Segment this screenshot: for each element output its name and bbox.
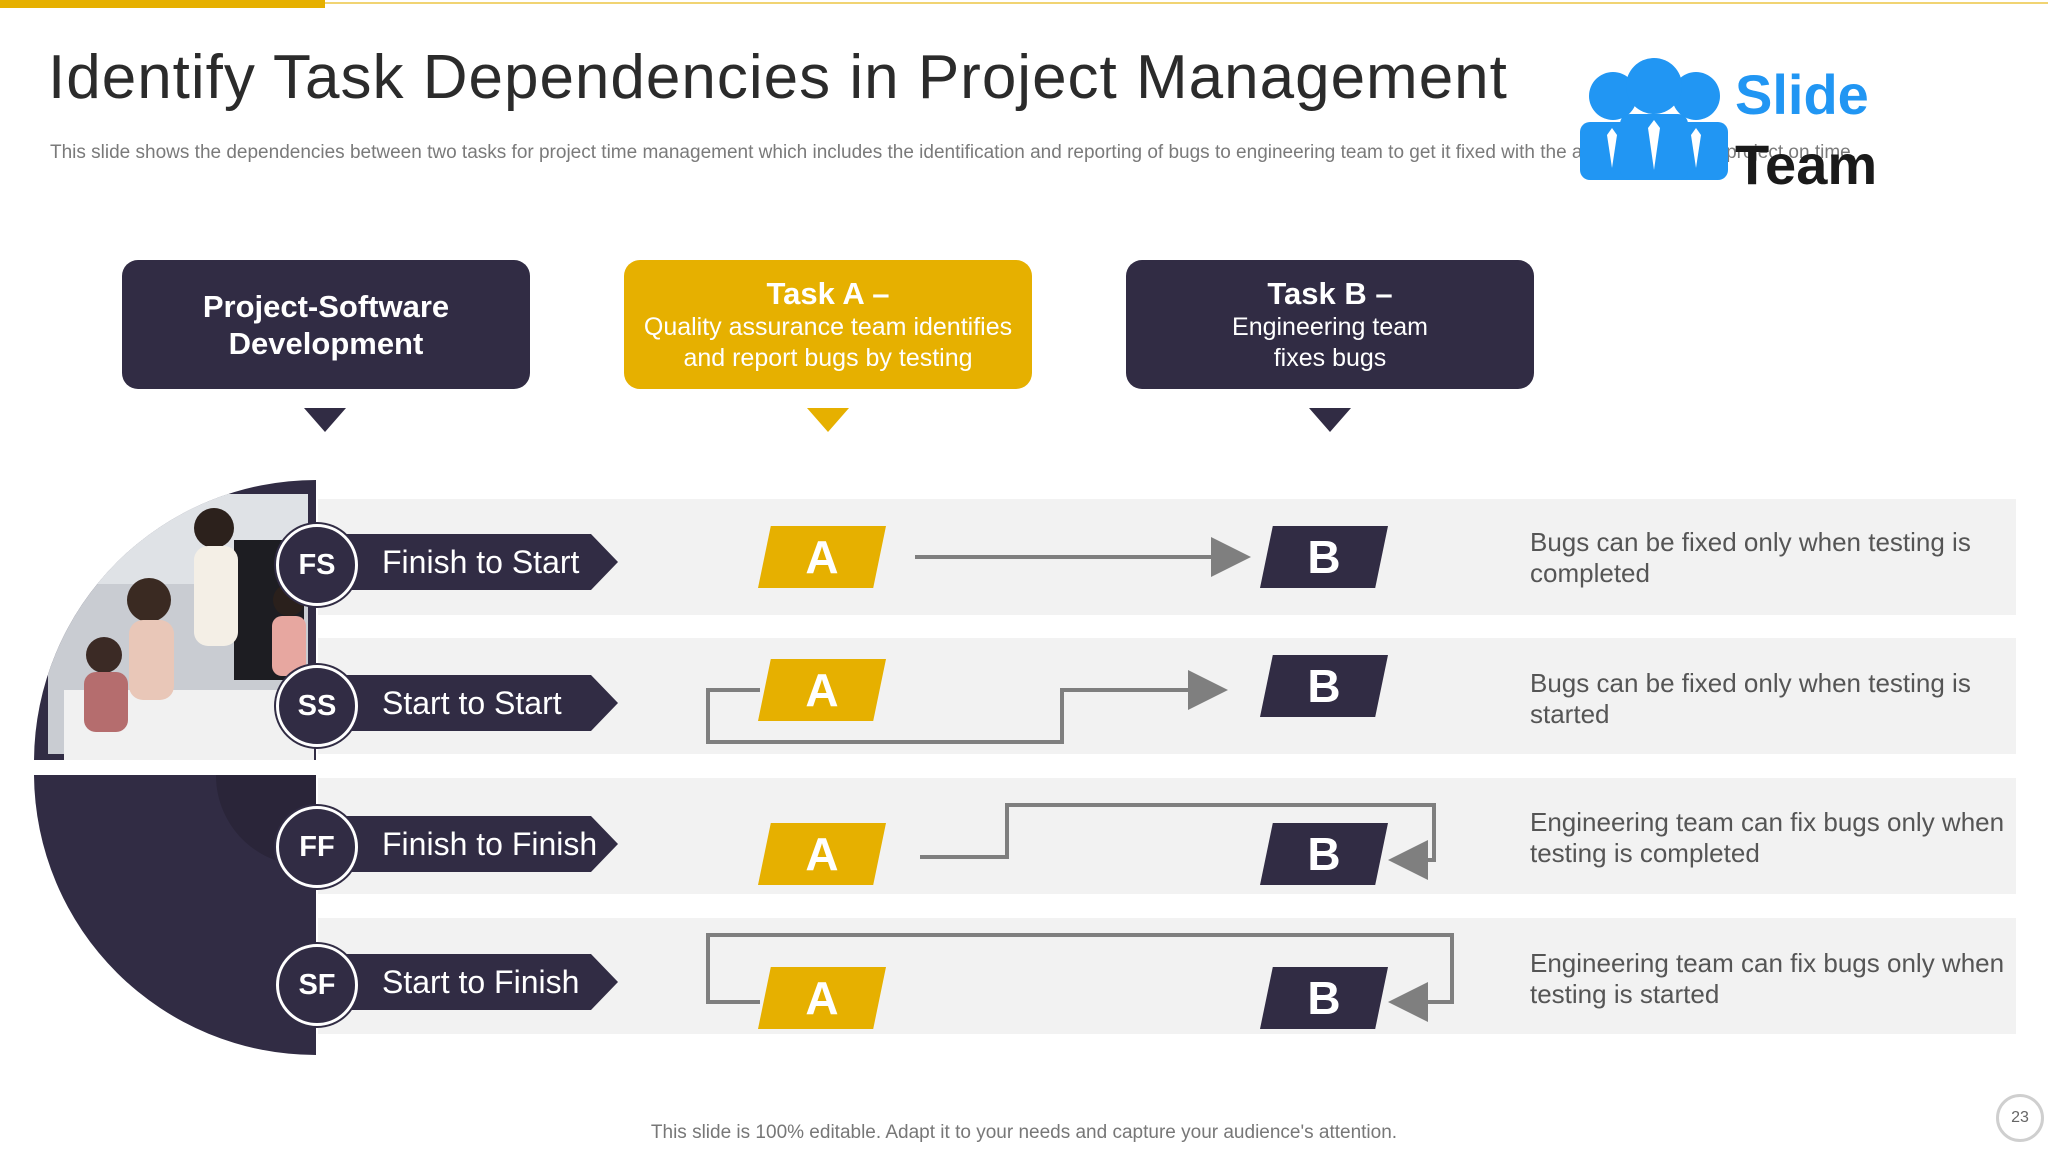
task-a-title: Task A – xyxy=(766,276,890,311)
label-text: Start to Start xyxy=(382,684,562,721)
project-header-line1: Project-Software xyxy=(202,288,450,324)
sf-connector xyxy=(706,933,1454,1022)
label-start-to-finish: Start to Finish xyxy=(318,954,618,1010)
logo-text-team: Team xyxy=(1735,133,1878,196)
label-text: Finish to Finish xyxy=(382,825,598,862)
label-finish-to-start: Finish to Start xyxy=(318,534,618,590)
logo-text-slide: Slide xyxy=(1735,63,1869,126)
task-b-description: Engineering team fixes bugs xyxy=(1232,313,1428,372)
ss-connector xyxy=(706,670,1228,744)
code-badge-sf: SF xyxy=(276,944,358,1026)
task-a-marker-fs: A xyxy=(758,526,886,588)
task-b-pointer xyxy=(1309,408,1351,432)
task-b-title: Task B – xyxy=(1267,276,1393,311)
code-badge-ss: SS xyxy=(276,665,358,747)
top-rule xyxy=(325,2,2048,4)
task-a-pointer xyxy=(807,408,849,432)
task-a-header-box: Task A – Quality assurance team identifi… xyxy=(624,260,1032,389)
page-number: 23 xyxy=(1996,1094,2044,1142)
task-b-header-box: Task B – Engineering team fixes bugs xyxy=(1126,260,1534,389)
footer-note: This slide is 100% editable. Adapt it to… xyxy=(650,1122,1398,1143)
project-pointer xyxy=(304,408,346,432)
desc-ff: Engineering team can fix bugs only when … xyxy=(1530,807,2005,868)
ff-connector xyxy=(920,803,1436,880)
top-accent-bar xyxy=(0,0,325,8)
task-a-marker-ss: A xyxy=(758,659,886,721)
label-finish-to-finish: Finish to Finish xyxy=(318,816,618,872)
desc-ss: Bugs can be fixed only when testing is s… xyxy=(1530,668,1971,729)
slideteam-logo-icon xyxy=(1580,58,1728,180)
label-text: Finish to Start xyxy=(382,543,580,580)
project-header-line2: Development xyxy=(228,325,424,361)
task-b-marker-sf: B xyxy=(1260,967,1388,1029)
project-header-box: Project-Software Development xyxy=(122,260,530,389)
task-a-marker-ff: A xyxy=(758,823,886,885)
task-b-marker-fs: B xyxy=(1260,526,1388,588)
task-a-description: Quality assurance team identifies and re… xyxy=(643,313,1013,372)
page-subtitle: This slide shows the dependencies betwee… xyxy=(50,142,1857,163)
task-b-marker-ss: B xyxy=(1260,655,1388,717)
code-badge-fs: FS xyxy=(276,524,358,606)
team-photo-semicircle xyxy=(34,480,316,1055)
page-title: Identify Task Dependencies in Project Ma… xyxy=(48,43,1508,112)
code-badge-ff: FF xyxy=(276,806,358,888)
label-start-to-start: Start to Start xyxy=(318,675,618,731)
task-b-marker-ff: B xyxy=(1260,823,1388,885)
label-text: Start to Finish xyxy=(382,963,580,1000)
desc-fs: Bugs can be fixed only when testing is c… xyxy=(1530,527,1971,588)
desc-sf: Engineering team can fix bugs only when … xyxy=(1530,948,2005,1009)
task-a-marker-sf: A xyxy=(758,967,886,1029)
